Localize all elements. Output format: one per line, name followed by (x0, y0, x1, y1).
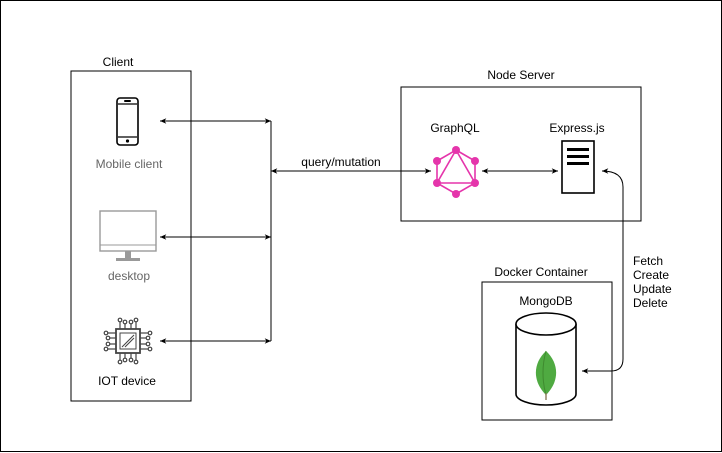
desktop-monitor-icon (99, 210, 157, 261)
docker-container-box (481, 281, 613, 421)
desktop-label: desktop (108, 269, 150, 283)
mobile-phone-icon (116, 97, 139, 146)
docker-container-title: Docker Container (494, 265, 587, 279)
iot-device-label: IOT device (98, 374, 156, 388)
crud-update: Update (633, 282, 672, 296)
chip-icon (103, 317, 153, 365)
crud-fetch: Fetch (633, 254, 663, 268)
node-server-title: Node Server (487, 68, 554, 82)
node-server-box (400, 86, 642, 222)
express-mongodb-edge (582, 168, 624, 374)
mongodb-leaf-icon (535, 350, 557, 400)
graphql-icon (433, 146, 479, 198)
mobile-client-label: Mobile client (96, 157, 163, 171)
graphql-label: GraphQL (430, 121, 480, 135)
client-title: Client (103, 55, 134, 69)
server-icon (561, 140, 595, 194)
crud-delete: Delete (633, 296, 668, 310)
express-label: Express.js (549, 121, 604, 135)
query-mutation-label: query/mutation (301, 155, 380, 169)
mongodb-label: MongoDB (519, 294, 572, 308)
crud-create: Create (633, 268, 669, 282)
